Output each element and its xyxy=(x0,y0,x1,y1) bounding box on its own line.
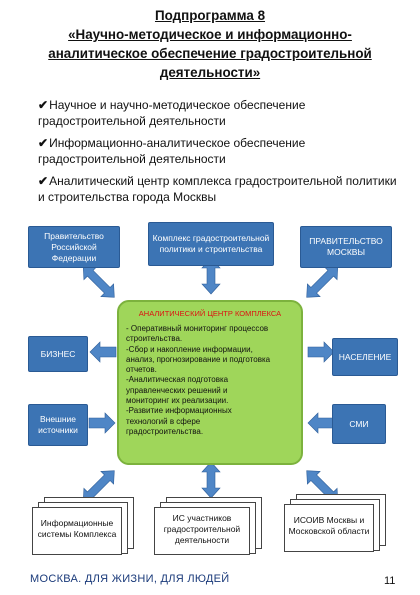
box-label: Комплекс градостроительной политики и ст… xyxy=(152,233,270,254)
center-line: управленческих решений и xyxy=(126,385,228,395)
analytics-center-box: АНАЛИТИЧЕСКИЙ ЦЕНТР КОМПЛЕКСА - Оператив… xyxy=(117,300,303,465)
checkmark-icon: ✔ xyxy=(38,136,49,150)
center-line: технологий в сфере xyxy=(126,416,201,426)
box-smi: СМИ xyxy=(332,404,386,444)
slide-title: Подпрограмма 8 «Научно-методическое и ин… xyxy=(10,6,410,82)
arrow-icon xyxy=(89,341,117,363)
box-label: НАСЕЛЕНИЕ xyxy=(338,351,392,362)
box-business: БИЗНЕС xyxy=(28,336,88,372)
box-label: БИЗНЕС xyxy=(40,348,76,359)
doc-label: ИС участников градостроительной деятельн… xyxy=(163,512,241,545)
box-label: СМИ xyxy=(349,418,369,429)
bullet-text: Аналитический центр комплекса градострои… xyxy=(38,174,397,204)
box-complex: Комплекс градостроительной политики и ст… xyxy=(148,222,274,266)
arrow-icon xyxy=(307,341,335,363)
arrow-icon xyxy=(306,265,339,298)
bullet-item: ✔Аналитический центр комплекса градостро… xyxy=(38,173,398,205)
doc-label: ИСОИВ Москвы и Московской области xyxy=(288,515,370,536)
doc-shape xyxy=(32,507,122,555)
checkmark-icon: ✔ xyxy=(38,98,49,112)
center-line: отчетов. xyxy=(126,365,157,375)
center-title: АНАЛИТИЧЕСКИЙ ЦЕНТР КОМПЛЕКСА xyxy=(138,309,282,318)
center-text: - Оперативный мониторинг процессов строи… xyxy=(126,324,298,437)
title-line-3: аналитическое обеспечение градостроитель… xyxy=(48,46,372,61)
page-number: 11 xyxy=(384,575,396,587)
center-line: мониторинг их реализации. xyxy=(126,396,229,406)
box-government-rf: Правительство Российской Федерации xyxy=(28,226,120,268)
bullet-text: Информационно-аналитическое обеспечение … xyxy=(38,136,306,166)
footer-slogan: МОСКВА. ДЛЯ ЖИЗНИ, ДЛЯ ЛЮДЕЙ xyxy=(30,573,230,585)
bullet-item: ✔Научное и научно-методическое обеспечен… xyxy=(38,97,398,129)
doc-shape xyxy=(284,504,374,552)
checkmark-icon: ✔ xyxy=(38,174,49,188)
box-government-moscow: ПРАВИТЕЛЬСТВО МОСКВЫ xyxy=(300,226,392,268)
arrow-icon xyxy=(201,461,221,499)
center-line: анализ, прогнозирование и подготовка xyxy=(126,354,271,364)
arrow-icon xyxy=(307,412,335,434)
box-label: ПРАВИТЕЛЬСТВО МОСКВЫ xyxy=(309,236,383,257)
bullet-list: ✔Научное и научно-методическое обеспечен… xyxy=(38,97,398,211)
center-line: - Оперативный мониторинг процессов xyxy=(126,324,269,333)
bullet-item: ✔Информационно-аналитическое обеспечение… xyxy=(38,135,398,167)
bullet-text: Научное и научно-методическое обеспечени… xyxy=(38,98,306,128)
center-line: -Аналитическая подготовка xyxy=(126,375,229,385)
title-line-4: деятельности» xyxy=(159,65,261,80)
center-line: -Сбор и накопление информации, xyxy=(126,344,253,354)
box-population: НАСЕЛЕНИЕ xyxy=(332,338,398,376)
box-external-sources: Внешние источники xyxy=(28,404,88,446)
doc-label: Информационные системы Комплекса xyxy=(37,518,117,539)
doc-shape xyxy=(154,507,250,555)
title-line-1: Подпрограмма 8 xyxy=(154,8,266,23)
title-line-2: «Научно-методическое и информационно- xyxy=(68,27,352,42)
arrow-icon xyxy=(88,412,116,434)
box-label: Внешние источники xyxy=(38,414,78,435)
box-label: Правительство Российской Федерации xyxy=(44,230,104,263)
center-line: -Развитие информационных xyxy=(126,406,232,416)
center-line: строительства. xyxy=(126,334,183,344)
center-line: градостроительства. xyxy=(126,426,204,436)
